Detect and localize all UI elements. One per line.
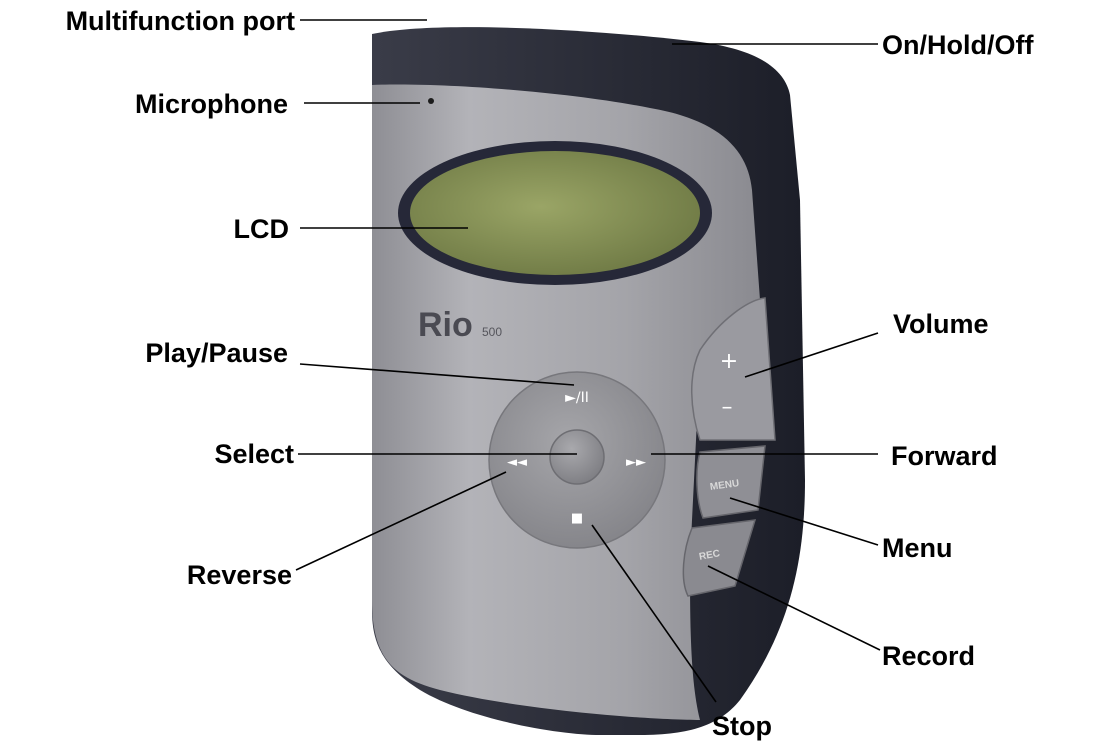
label-forward: Forward — [891, 441, 998, 471]
label-select: Select — [214, 439, 294, 469]
volume-up-glyph[interactable]: + — [720, 349, 738, 374]
label-volume: Volume — [893, 309, 989, 339]
label-on-hold-off: On/Hold/Off — [882, 30, 1034, 60]
label-record: Record — [882, 641, 975, 671]
volume-rocker[interactable]: + – — [691, 297, 776, 441]
record-button[interactable]: REC — [682, 519, 757, 597]
microphone-hole — [428, 98, 434, 104]
play-pause-glyph[interactable]: ►/II — [565, 390, 589, 406]
menu-button-label: MENU — [709, 478, 740, 493]
label-play-pause: Play/Pause — [145, 338, 288, 368]
leader-volume — [744, 332, 879, 378]
leader-stop — [591, 524, 717, 703]
label-microphone: Microphone — [135, 89, 288, 119]
rio-player: Rio 500 ►/II ►► ◄◄ ■ + – MENU REC — [372, 27, 805, 735]
label-reverse: Reverse — [187, 560, 292, 590]
leader-menu — [729, 497, 879, 546]
lcd-display — [398, 141, 712, 285]
label-menu: Menu — [882, 533, 953, 563]
control-wheel[interactable]: ►/II ►► ◄◄ ■ — [488, 371, 666, 549]
menu-button[interactable]: MENU — [696, 445, 766, 519]
rio-logo: Rio 500 — [418, 306, 502, 344]
brand-name: Rio — [418, 306, 473, 344]
label-multifunction-port: Multifunction port — [66, 6, 295, 36]
reverse-glyph[interactable]: ◄◄ — [507, 455, 527, 470]
leader-record — [707, 565, 881, 651]
brand-model: 500 — [482, 325, 502, 339]
label-lcd: LCD — [234, 214, 290, 244]
label-stop: Stop — [712, 711, 772, 741]
leader-lines — [295, 19, 881, 703]
forward-glyph[interactable]: ►► — [626, 455, 646, 470]
volume-down-glyph[interactable]: – — [722, 395, 733, 420]
leader-play-pause — [299, 363, 575, 386]
select-button[interactable] — [549, 429, 605, 485]
stop-glyph[interactable]: ■ — [571, 511, 583, 526]
record-button-label: REC — [698, 548, 721, 563]
leader-reverse — [295, 471, 507, 571]
callout-labels: Multifunction port On/Hold/Off Microphon… — [66, 6, 1035, 741]
